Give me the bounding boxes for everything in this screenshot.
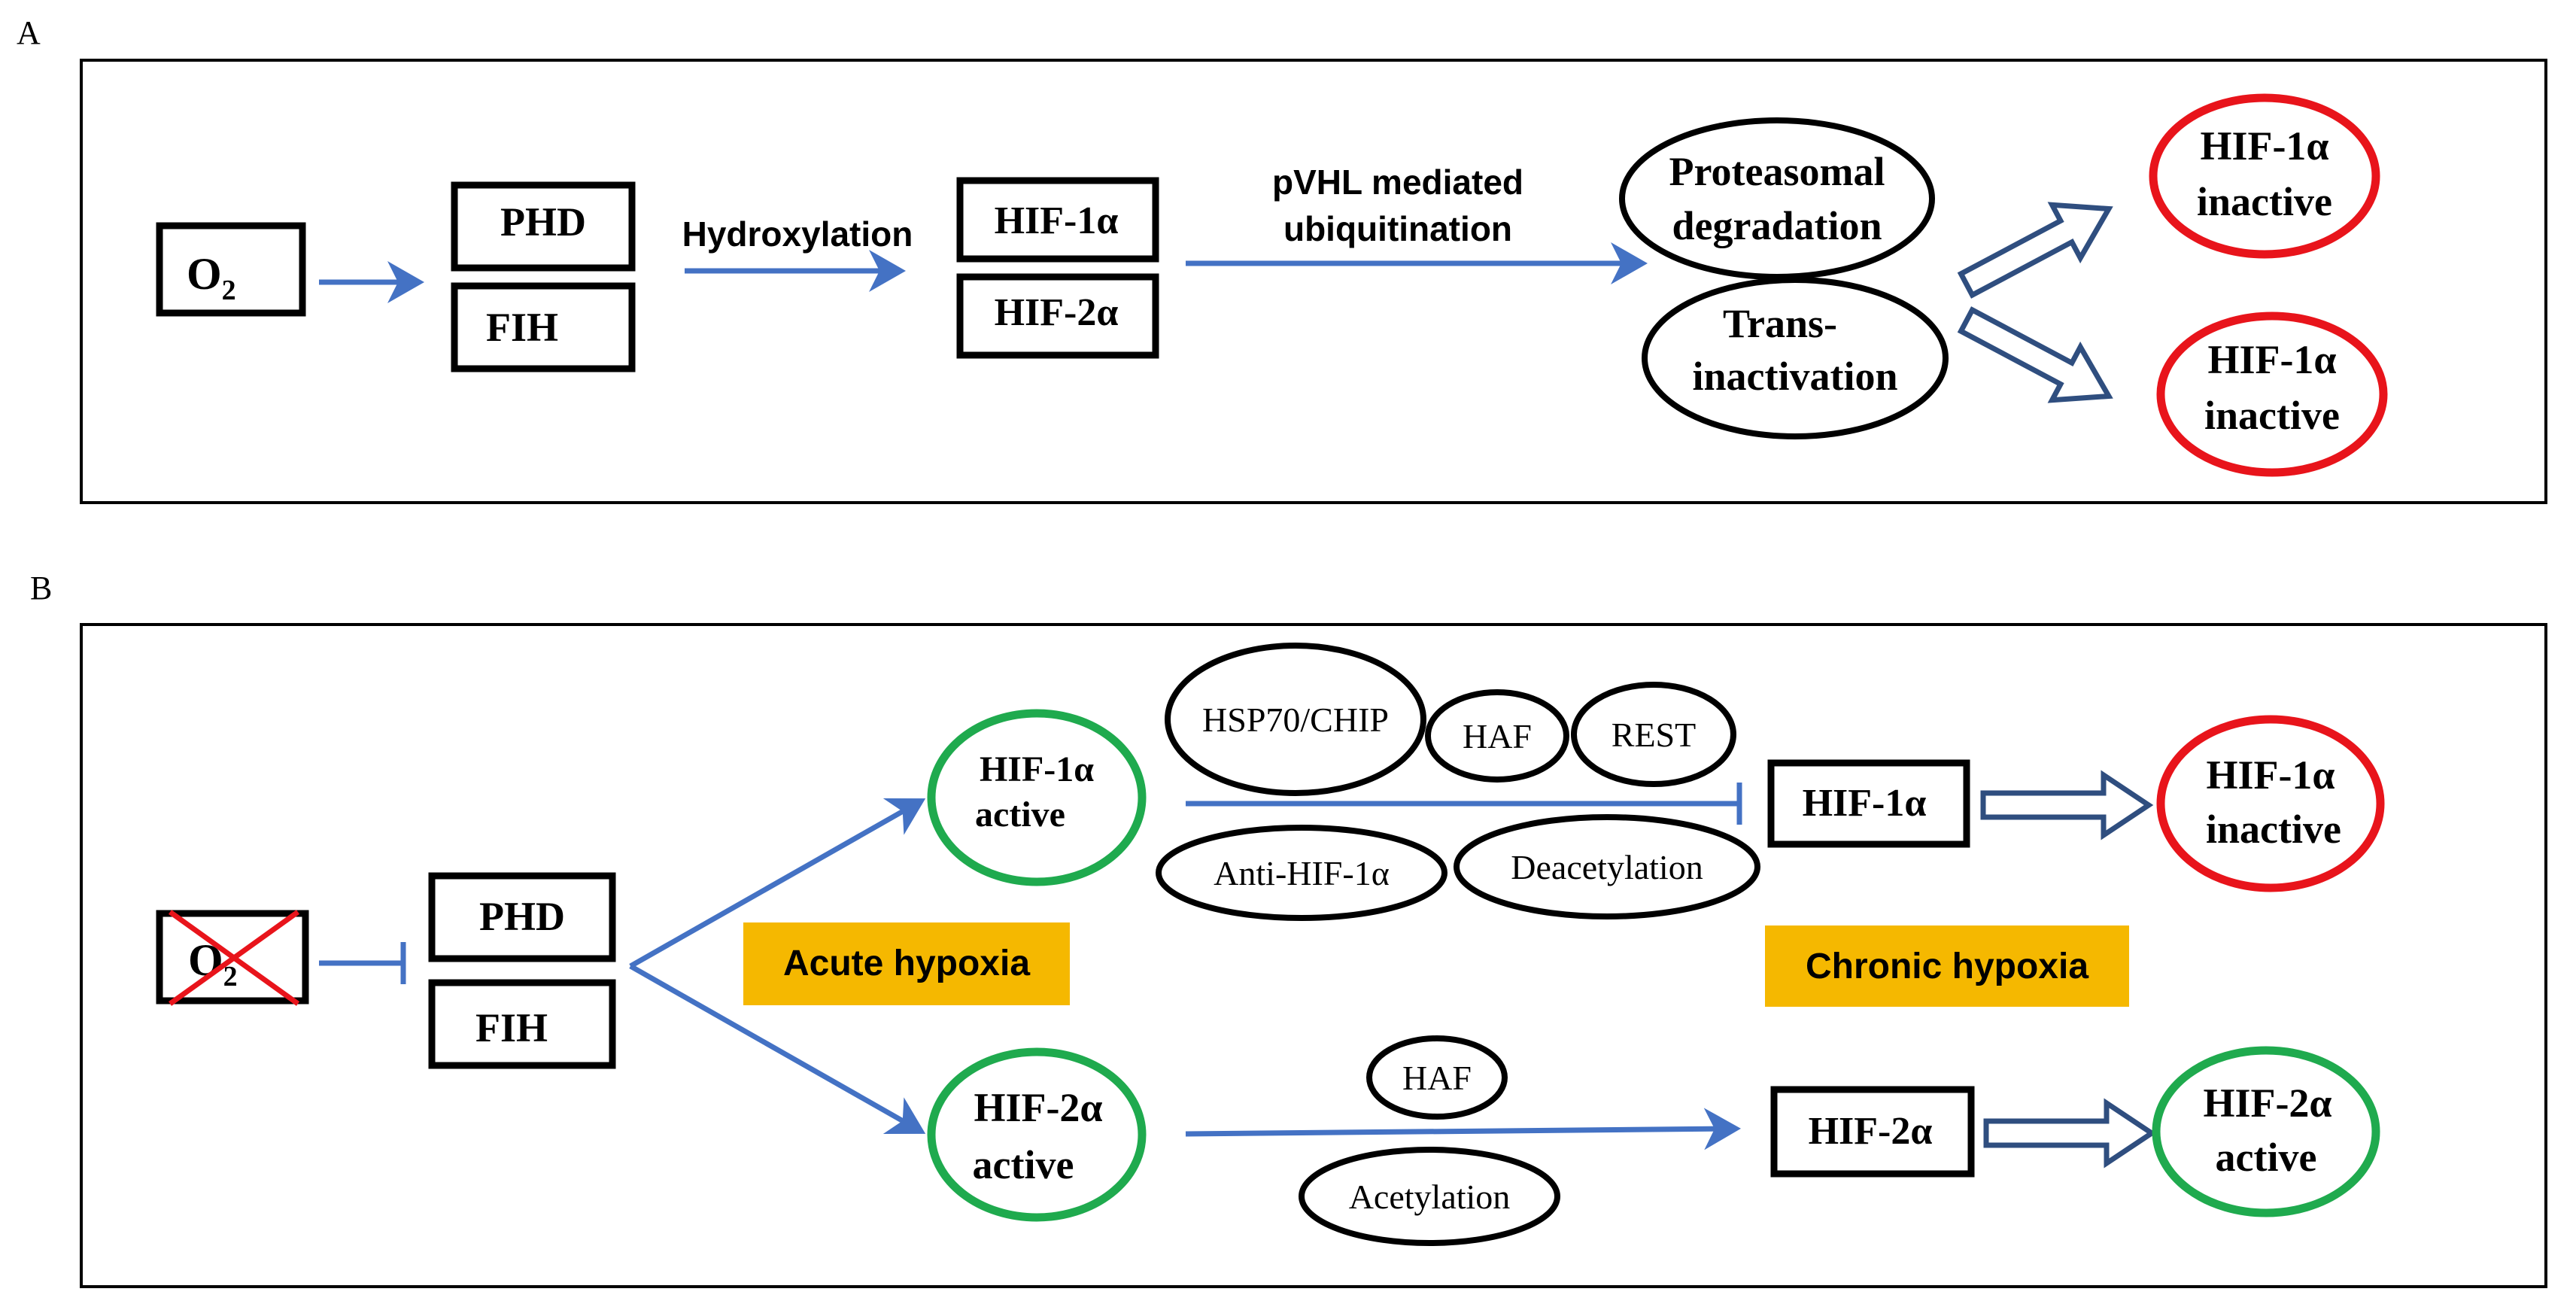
svg-text:HAF: HAF	[1402, 1059, 1472, 1097]
svg-text:PHD: PHD	[500, 199, 586, 245]
svg-text:REST: REST	[1612, 716, 1696, 754]
panel-a-hif2a-box: HIF-2α	[956, 273, 1159, 359]
proteasomal-degradation-ellipse: Proteasomal degradation	[1619, 117, 1935, 280]
svg-text:HIF-1α: HIF-1α	[1803, 782, 1927, 825]
panel-b-arrow-to-hif2a	[629, 963, 926, 1135]
panel-a-output-inactive-2: HIF-1α inactive	[2156, 312, 2388, 477]
panel-a-hollow-arrow-up	[1957, 202, 2113, 299]
trans-inactivation-ellipse: Trans- inactivation	[1642, 277, 1949, 439]
haf-top-ellipse: HAF	[1425, 689, 1569, 783]
panel-a-oxygen-box: O2	[156, 222, 306, 317]
panel-b-oxygen-box: O2	[156, 910, 309, 1006]
svg-text:O2: O2	[187, 249, 236, 306]
panel-a-output-inactive-1: HIF-1α inactive	[2149, 93, 2380, 259]
panel-a-fih-box: FIH	[451, 282, 636, 372]
panel-a-letter: A	[17, 14, 41, 51]
svg-text:Acute hypoxia: Acute hypoxia	[783, 944, 1030, 983]
svg-text:HIF-1α: HIF-1α	[980, 749, 1094, 789]
svg-text:Proteasomal: Proteasomal	[1669, 149, 1885, 194]
panel-b-output-hif2a-active: HIF-2α active	[2152, 1046, 2380, 1217]
hif2a-active-ellipse: HIF-2α active	[927, 1047, 1147, 1222]
acute-hypoxia-label: Acute hypoxia	[743, 922, 1070, 1005]
svg-text:FIH: FIH	[486, 305, 558, 350]
svg-text:Chronic hypoxia: Chronic hypoxia	[1806, 947, 2088, 986]
panel-b-frame	[80, 623, 2547, 1288]
anti-hif1a-ellipse: Anti-HIF-1α	[1156, 825, 1447, 921]
svg-text:HIF-2α: HIF-2α	[1809, 1110, 1933, 1153]
svg-text:active: active	[973, 1142, 1074, 1187]
panel-a-hollow-arrow-down	[1957, 306, 2113, 403]
panel-a-hif1a-box: HIF-1α	[956, 177, 1159, 263]
hif1a-active-ellipse: HIF-1α active	[927, 709, 1147, 886]
svg-text:Deacetylation: Deacetylation	[1511, 848, 1703, 886]
panel-b-arrow-hif2a	[1185, 1108, 1741, 1150]
panel-b-hif1a-box: HIF-1α	[1767, 759, 1970, 848]
acetylation-ellipse: Acetylation	[1299, 1147, 1560, 1246]
svg-text:FIH: FIH	[475, 1005, 548, 1050]
svg-text:HIF-2α: HIF-2α	[974, 1085, 1102, 1130]
panel-b-hollow-arrow-top	[1980, 770, 2154, 840]
pvhl-label-line1: pVHL mediated	[1272, 163, 1523, 202]
svg-text:HIF-2α: HIF-2α	[995, 291, 1119, 334]
panel-b-letter: B	[30, 570, 52, 606]
svg-text:active: active	[2216, 1135, 2317, 1180]
svg-text:PHD: PHD	[479, 894, 565, 939]
svg-text:inactivation: inactivation	[1692, 354, 1897, 399]
svg-text:inactive: inactive	[2204, 393, 2340, 438]
svg-text:degradation: degradation	[1672, 203, 1882, 248]
svg-text:HIF-1α: HIF-1α	[995, 199, 1119, 242]
panel-b-output-hif1a-inactive: HIF-1α inactive	[2156, 715, 2385, 892]
svg-text:Acetylation: Acetylation	[1349, 1178, 1511, 1216]
svg-text:HIF-1α: HIF-1α	[2207, 337, 2336, 382]
panel-b-inhibit-hif1a	[1186, 783, 1742, 825]
panel-a-frame	[80, 59, 2547, 504]
svg-text:HSP70/CHIP: HSP70/CHIP	[1202, 701, 1389, 739]
svg-text:inactive: inactive	[2197, 179, 2332, 224]
svg-text:active: active	[975, 795, 1065, 834]
rest-ellipse: REST	[1571, 682, 1736, 787]
svg-text:inactive: inactive	[2206, 807, 2341, 852]
svg-text:HIF-1α: HIF-1α	[2206, 752, 2334, 798]
svg-text:Anti-HIF-1α: Anti-HIF-1α	[1214, 854, 1390, 892]
panel-b-hif2a-box: HIF-2α	[1770, 1086, 1975, 1178]
panel-a-phd-box: PHD	[451, 181, 636, 272]
pvhl-label-line2: ubiquitination	[1283, 209, 1512, 248]
svg-text:HIF-1α: HIF-1α	[2200, 123, 2328, 169]
svg-text:Trans-: Trans-	[1723, 301, 1837, 346]
panel-b-phd-box: PHD	[428, 872, 616, 962]
deacetylation-ellipse: Deacetylation	[1454, 814, 1760, 919]
hsp70-chip-ellipse: HSP70/CHIP	[1165, 643, 1426, 796]
panel-b-arrow-to-hif1a	[629, 798, 926, 969]
svg-text:HIF-2α: HIF-2α	[2203, 1080, 2331, 1126]
chronic-hypoxia-label: Chronic hypoxia	[1765, 925, 2129, 1007]
panel-b-hollow-arrow-bottom	[1983, 1098, 2157, 1169]
hydroxylation-label: Hydroxylation	[682, 214, 913, 254]
svg-text:HAF: HAF	[1463, 717, 1532, 755]
panel-b-inhibit-o2-phd	[319, 942, 406, 984]
panel-b-fih-box: FIH	[428, 979, 616, 1069]
haf-bottom-ellipse: HAF	[1366, 1035, 1508, 1120]
